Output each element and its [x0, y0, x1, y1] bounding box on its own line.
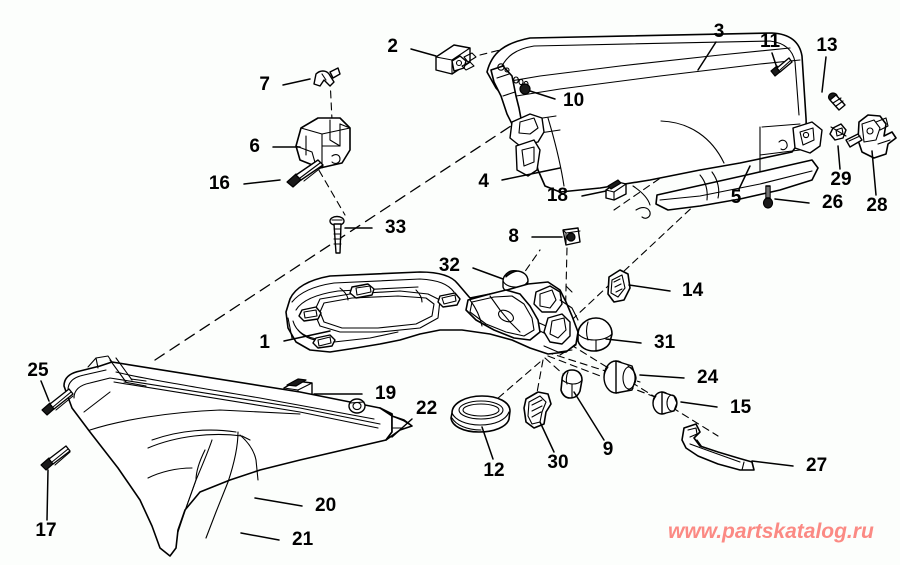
callout-18[interactable]: 18 [547, 185, 568, 206]
bushing-small-15 [652, 391, 678, 415]
cotter-pin-26 [762, 185, 774, 209]
latch-hook-clip-7 [313, 67, 341, 87]
upper-cowl-shell [486, 32, 807, 193]
callout-16[interactable]: 16 [209, 173, 230, 194]
bolt-upper-left-25 [41, 388, 74, 416]
callout-leader-lines [40, 41, 877, 541]
callout-15[interactable]: 15 [730, 397, 752, 418]
bushing-large-24 [603, 360, 637, 394]
callout-30[interactable]: 30 [547, 452, 568, 473]
callout-8[interactable]: 8 [508, 226, 519, 247]
callout-10[interactable]: 10 [563, 90, 584, 111]
callout-24[interactable]: 24 [697, 367, 719, 388]
square-grommet-nut-8 [562, 227, 581, 246]
callout-2[interactable]: 2 [387, 36, 398, 57]
lower-cowl-body-20 [63, 355, 413, 557]
cowl-right-latch-post [792, 121, 823, 154]
callout-20[interactable]: 20 [315, 495, 336, 516]
callout-22[interactable]: 22 [416, 398, 437, 419]
callout-7[interactable]: 7 [259, 74, 270, 95]
callout-32[interactable]: 32 [439, 255, 460, 276]
lower-motor-cover-tray-1 [285, 271, 579, 355]
callout-25[interactable]: 25 [27, 360, 49, 381]
latch-keeper-14 [607, 269, 631, 303]
callout-28[interactable]: 28 [866, 195, 887, 216]
lock-washer-29 [829, 123, 847, 141]
cowl-rear-flange-5 [632, 159, 819, 219]
support-bracket-arm-27 [681, 423, 755, 471]
screw-short-11 [770, 57, 793, 77]
callout-3[interactable]: 3 [714, 21, 725, 42]
oval-seal-grommet-12 [450, 395, 511, 433]
bracket-block-30 [523, 391, 552, 429]
cowl-left-latch-post [490, 63, 545, 177]
callout-6[interactable]: 6 [249, 136, 260, 157]
callout-13[interactable]: 13 [816, 35, 837, 56]
cone-bushing-31 [577, 317, 613, 352]
plug-button-10 [519, 83, 531, 95]
screw-long-13 [827, 92, 846, 111]
callout-5[interactable]: 5 [731, 187, 742, 208]
bolt-flanged-16 [286, 159, 324, 188]
callout-33[interactable]: 33 [385, 217, 406, 238]
latch-bracket-small-2 [435, 44, 477, 75]
callout-numbers: 1 2 3 4 5 6 7 8 9 10 11 12 13 14 15 16 1… [27, 21, 887, 550]
watermark-url: www.partskatalog.ru [668, 520, 874, 543]
latch-assembly-28 [845, 114, 897, 159]
callout-29[interactable]: 29 [830, 169, 851, 190]
callout-1[interactable]: 1 [259, 332, 270, 353]
bolt-lower-17 [40, 445, 71, 471]
callout-4[interactable]: 4 [478, 171, 489, 192]
callout-17[interactable]: 17 [35, 520, 56, 541]
callout-9[interactable]: 9 [603, 439, 614, 460]
rubber-mount-plug-9 [560, 369, 583, 399]
callout-27[interactable]: 27 [806, 455, 827, 476]
callout-12[interactable]: 12 [483, 460, 504, 481]
callout-14[interactable]: 14 [682, 280, 704, 301]
retainer-clip-18 [605, 179, 627, 201]
latch-housing-bracket-6 [295, 117, 351, 169]
callout-19[interactable]: 19 [375, 383, 396, 404]
screw-with-washer-33 [329, 215, 345, 254]
callout-31[interactable]: 31 [654, 332, 676, 353]
callout-21[interactable]: 21 [292, 529, 314, 550]
callout-26[interactable]: 26 [822, 192, 843, 213]
callout-11[interactable]: 11 [760, 31, 781, 52]
